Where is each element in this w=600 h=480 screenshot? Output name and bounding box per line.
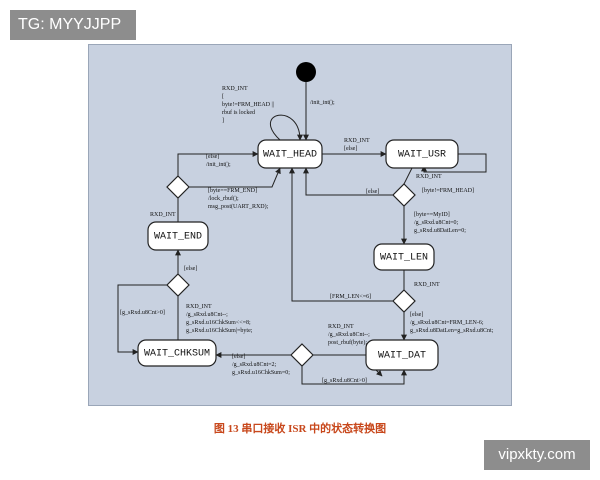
state-label: WAIT_LEN [380, 253, 428, 264]
label-self-loop-2: [ [222, 94, 224, 100]
state-wait-end: WAIT_END [147, 221, 209, 251]
label-usr-len-1: [byte==MyID] [414, 212, 450, 218]
label-end-ok-3: msg_post(UART_RXD); [208, 203, 269, 210]
state-wait-dat: WAIT_DAT [365, 339, 439, 371]
label-dat-gt0: [g_sRxd.u8Cnt>0] [322, 378, 367, 384]
label-chk-gt0: [g_sRxd.u8Cnt>0] [120, 310, 165, 316]
edge-usr-else [303, 167, 393, 196]
label-chk-loop-2: /g_sRxd.u8Cnt--; [186, 312, 228, 318]
edge-end-ok [189, 167, 281, 188]
state-label: WAIT_END [154, 232, 202, 243]
label-usr-len-3: g_sRxd.u8DatLen=0; [414, 228, 466, 234]
state-wait-chksum: WAIT_CHKSUM [137, 339, 217, 367]
label-end-else-1: [else] [206, 154, 219, 160]
label-chk-loop-4: g_sRxd.u16ChkSum|=byte; [186, 328, 253, 334]
watermark-bottom-right: vipxkty.com [484, 440, 590, 470]
decision-usr [392, 183, 416, 207]
edge-chksum-self [117, 284, 167, 355]
edge-usr-self [421, 153, 487, 173]
figure-caption: 图 13 串口接收 ISR 中的状态转换图 [213, 423, 387, 435]
label-dat-loop-3: post_rbuf(byte); [328, 339, 367, 346]
state-label: WAIT_USR [398, 150, 446, 161]
initial-node [296, 62, 316, 82]
label-init: /init_int(); [310, 99, 335, 106]
label-chk-loop-3: g_sRxd.u16ChkSum<<=8; [186, 320, 251, 326]
label-chk-loop-1: RXD_INT [186, 304, 212, 310]
decision-end [166, 175, 190, 199]
label-end-int: RXD_INT [150, 212, 176, 218]
watermark-top-left: TG: MYYJJPP [10, 10, 136, 40]
label-end-else-2: /init_int(); [206, 161, 231, 168]
label-len-dat-4: g_sRxd.u8DatLen=g_sRxd.u8Cnt; [410, 328, 494, 334]
label-self-loop-3: byte!=FRM_HEAD || [222, 102, 274, 108]
label-usr-else: [else] [366, 189, 379, 195]
label-head-usr-1: RXD_INT [344, 138, 370, 144]
label-usr-loop-2: [byte!=FRM_HEAD] [422, 188, 474, 194]
edge-head-self [269, 114, 303, 141]
label-dat-chk-2: /g_sRxd.u8Cnt=2; [232, 362, 277, 368]
edge-dat-gt0 [301, 366, 407, 385]
label-end-ok-2: /lock_rbuf(); [208, 195, 239, 202]
edge-end-else [177, 151, 259, 176]
state-wait-usr: WAIT_USR [385, 139, 459, 169]
decision-len [392, 289, 416, 313]
label-end-ok-1: [byte==FRM_END] [208, 188, 257, 194]
state-wait-head: WAIT_HEAD [257, 139, 323, 169]
label-dat-chk-1: [else] [232, 354, 245, 360]
label-self-loop-1: RXD_INT [222, 86, 248, 92]
label-usr-len-2: /g_sRxd.u8Cnt=0; [414, 220, 459, 226]
label-frm-len: [FRM_LEN<=6] [330, 294, 371, 300]
state-label: WAIT_DAT [378, 351, 426, 362]
label-usr-loop-1: RXD_INT [416, 174, 442, 180]
label-head-usr-2: [else] [344, 146, 357, 152]
edge-len-head [289, 167, 393, 302]
state-label: WAIT_HEAD [263, 150, 317, 161]
state-label: WAIT_CHKSUM [144, 349, 210, 360]
decision-chksum [166, 273, 190, 297]
label-chk-else: [else] [184, 266, 197, 272]
label-len-dat-1: RXD_INT [414, 282, 440, 288]
decision-dat [290, 343, 314, 367]
label-len-dat-2: [else] [410, 312, 423, 318]
label-dat-loop-2: /g_sRxd.u8Cnt--; [328, 332, 370, 338]
edge-usr-decision [403, 167, 413, 185]
label-self-loop-4: rbuf is locked [222, 109, 255, 116]
label-dat-loop-1: RXD_INT [328, 324, 354, 330]
label-self-loop-5: ] [222, 118, 224, 124]
label-dat-chk-3: g_sRxd.u16ChkSum=0; [232, 370, 290, 376]
state-wait-len: WAIT_LEN [373, 243, 435, 271]
label-len-dat-3: /g_sRxd.u8Cnt=FRM_LEN-6; [410, 320, 484, 326]
